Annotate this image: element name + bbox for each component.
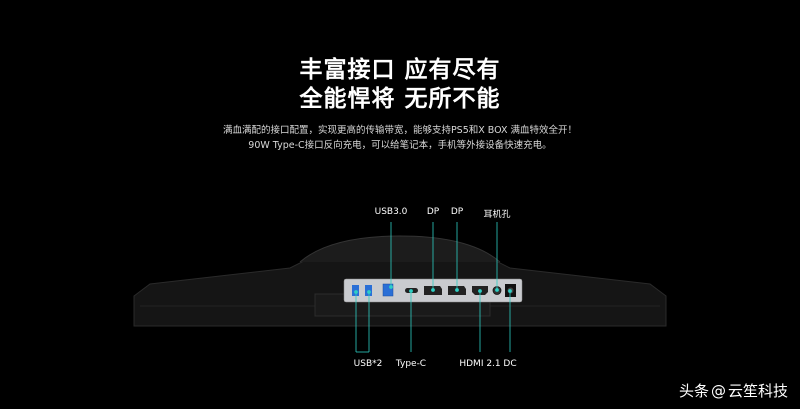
label-hdmi: HDMI 2.1 [459, 359, 501, 369]
label-dp-1: DP [426, 207, 440, 217]
headline-line-1: 丰富接口 应有尽有 [299, 57, 501, 83]
description-line-1: 满血满配的接口配置，实现更高的传输带宽，能够支持PS5和X BOX 满血特效全开… [222, 125, 578, 136]
watermark-account: 云笙科技 [727, 382, 788, 400]
label-usb-x2: USB*2 [353, 359, 383, 369]
label-dp-2: DP [450, 207, 464, 217]
headline-line-2: 全能悍将 无所不能 [299, 86, 501, 112]
stand-mount [299, 235, 501, 263]
watermark-prefix: 头条 [678, 382, 709, 400]
description-line-2: 90W Type-C接口反向充电，可以给笔记本，手机等外接设备快速充电。 [248, 140, 552, 151]
callout-lines-bottom [354, 289, 512, 353]
label-type-c: Type-C [395, 359, 427, 369]
label-headphone: 耳机孔 [483, 210, 511, 220]
watermark-at: @ [710, 381, 726, 400]
callout-lines-top [389, 222, 499, 292]
label-usb3: USB3.0 [374, 207, 408, 217]
watermark: 头条 @ 云笙科技 [679, 380, 788, 401]
label-dc: DC [503, 359, 517, 369]
usb3-port [382, 283, 394, 297]
